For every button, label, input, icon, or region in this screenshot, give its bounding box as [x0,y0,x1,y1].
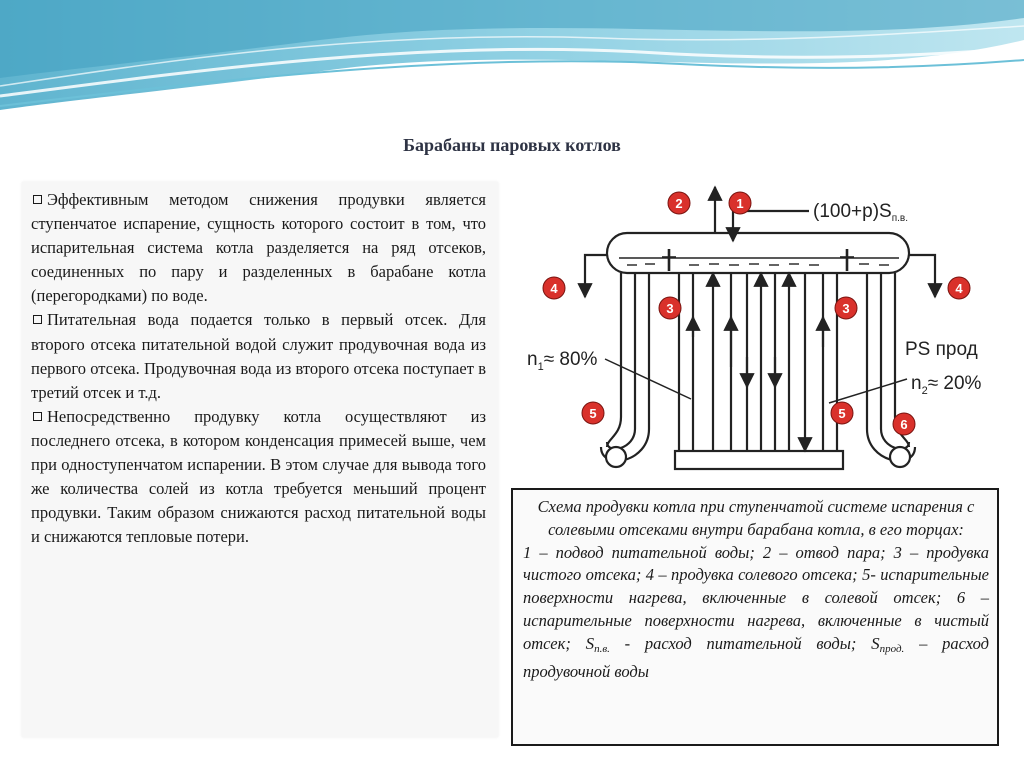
s-pv-description: - расход питательной воды; [609,633,872,653]
marker-4: 4 [542,276,566,300]
drum [605,231,911,275]
s-pv-subscript: п.в. [594,642,610,655]
text-body: Эффективным методом снижения продувки яв… [31,188,486,549]
marker-2: 2 [667,191,691,215]
s-prod-subscript: прод. [879,642,905,655]
n1-label: n1≈ 80% [527,349,598,373]
diagram-caption: Схема продувки котла при ступенчатой сис… [511,488,999,746]
checkbox-bullet-icon [33,411,42,421]
text-panel: Эффективным методом снижения продувки яв… [22,182,498,737]
marker-4-label: 4 [955,281,963,296]
paragraph-1: Эффективным методом снижения продувки яв… [31,188,486,308]
marker-6-label: 6 [900,417,907,432]
checkbox-bullet-icon [33,195,42,204]
caption-body: 1 – подвод питательной воды; 2 – отвод п… [523,542,989,684]
marker-2-label: 2 [675,196,682,211]
n2-label: n2≈ 20% [911,373,982,397]
paragraph-1-text: Эффективным методом снижения продувки яв… [31,190,486,306]
marker-4: 4 [947,276,971,300]
boiler-blowdown-diagram: (100+p)Sп.в. PS прод n1≈ 80% n2≈ 20% 1 2 3… [527,185,982,471]
blowdown-left [577,253,607,299]
marker-4-label: 4 [550,281,558,296]
marker-5: 5 [830,401,854,425]
wave-banner [0,0,1024,120]
marker-5: 5 [581,401,605,425]
marker-3: 3 [834,296,858,320]
caption-legend-text: 1 – подвод питательной воды; 2 – отвод п… [523,542,989,653]
marker-5-label: 5 [589,406,596,421]
marker-5-label: 5 [838,406,845,421]
water-dashes [627,263,889,266]
paragraph-2: Питательная вода подается только в первы… [31,308,486,404]
marker-3-label: 3 [666,301,673,316]
paragraph-2-text: Питательная вода подается только в первы… [31,310,486,402]
paragraph-3: Непосредственно продувку котла осуществл… [31,405,486,550]
s-pv-symbol: S [585,633,595,653]
s-prod-description: – расход продувочной воды [523,633,989,681]
marker-3-label: 3 [842,301,849,316]
downcomer-left [599,273,651,462]
marker-1-label: 1 [736,196,743,211]
s-prod-symbol: S [871,633,880,653]
checkbox-bullet-icon [33,315,42,325]
page-title: Барабаны паровых котлов [403,135,621,155]
ps-blowdown-label: PS прод [905,339,978,360]
caption-heading: Схема продувки котла при ступенчатой сис… [537,497,975,539]
blowdown-right [909,253,943,299]
feed-water-label: (100+p)Sп.в. [813,201,908,224]
marker-6: 6 [892,412,916,436]
marker-1: 1 [728,191,752,215]
diagram-panel: (100+p)Sп.в. PS прод n1≈ 80% n2≈ 20% 1 2 3… [507,167,1003,491]
marker-group: 1 2 3 3 4 4 5 5 6 [542,191,971,436]
marker-3: 3 [658,296,682,320]
riser-tubes [677,271,839,453]
paragraph-3-text: Непосредственно продувку котла осуществл… [31,406,486,547]
bottom-header [673,449,845,471]
